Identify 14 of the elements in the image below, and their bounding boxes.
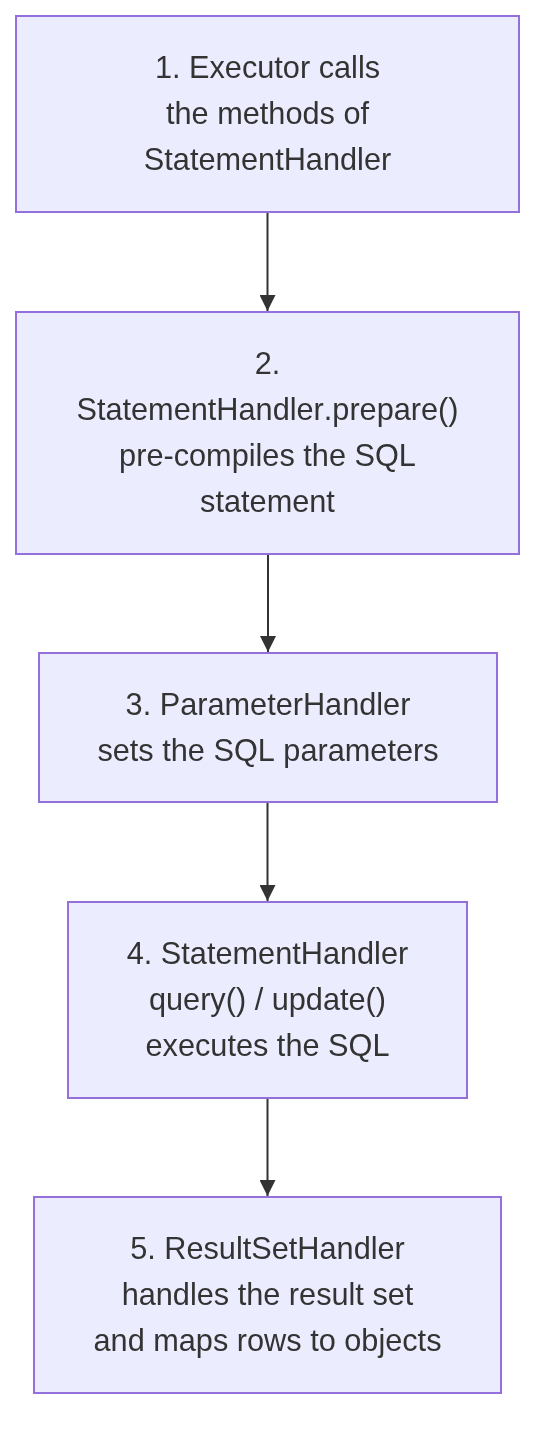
arrow — [259, 212, 276, 312]
arrow — [259, 802, 276, 902]
process-box — [15, 311, 520, 555]
step-text: 4. StatementHandler query() / update() executes the SQL — [125, 935, 410, 1065]
step-text: 1. Executor calls the methods of StatementHandler — [142, 49, 393, 179]
step-text: 3. ParameterHandler sets the SQL parameters — [96, 685, 440, 770]
arrow — [260, 554, 276, 653]
step-text: 5. ResultSetHandler handles the result set and maps rows to objects — [92, 1230, 443, 1360]
process-box — [15, 15, 520, 213]
step-text: 2. StatementHandler.prepare() pre-compiles the SQL statement — [75, 345, 460, 521]
arrow — [259, 1098, 276, 1197]
process-box — [67, 901, 468, 1099]
process-box — [38, 652, 498, 803]
process-box — [33, 1196, 502, 1394]
